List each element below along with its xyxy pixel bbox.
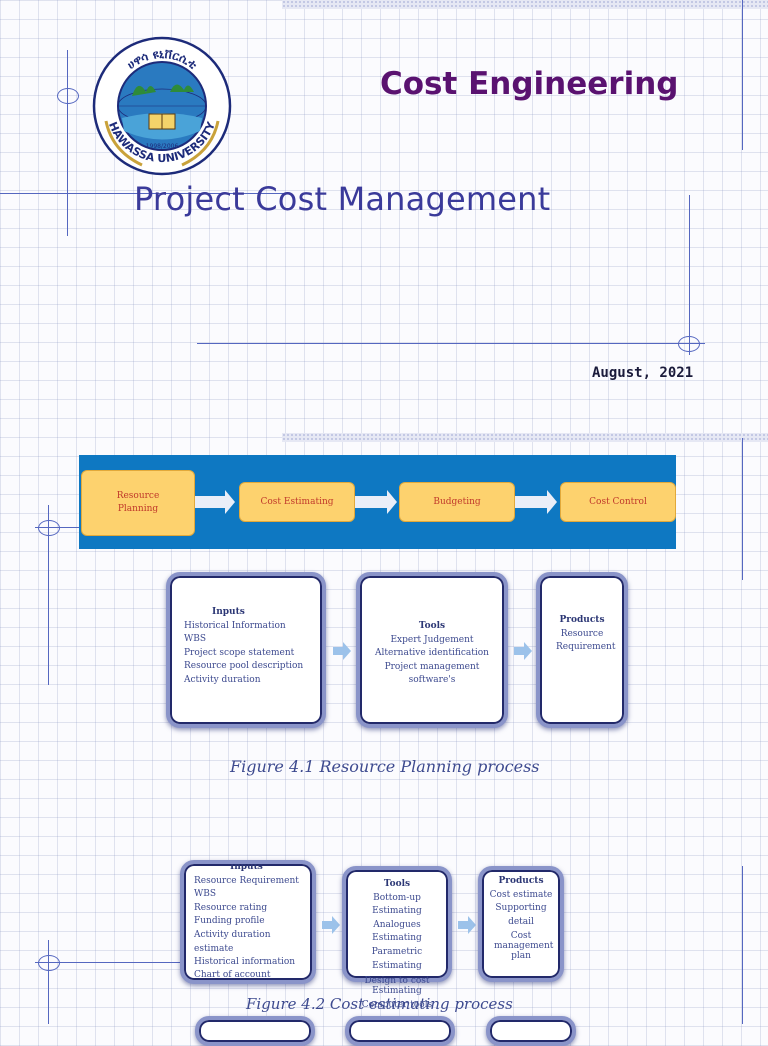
figure2-inputs-box: Inputs Resource Requirement WBS Resource… xyxy=(180,860,316,984)
figure1-inputs-box: Inputs Historical Information WBS Projec… xyxy=(166,572,326,728)
figure2-caption: Figure 4.2 Cost estimating process xyxy=(246,995,513,1013)
list-item: Parametric Estimating xyxy=(371,946,423,971)
figure2-inputs-heading: Inputs xyxy=(230,862,263,872)
flow-arrow xyxy=(195,490,235,514)
list-item: Cost estimate xyxy=(489,889,553,900)
ring-ornament xyxy=(38,520,60,536)
hawassa-university-seal-logo: ሀዋሳ ዩኒቨርሲቲ HAWASSA UNIVERSITY 1998/2006 xyxy=(92,36,232,176)
figure2-arrow xyxy=(322,916,340,934)
list-item: Alternative identification xyxy=(375,648,489,658)
flow-step-label: Resource Planning xyxy=(116,491,160,514)
figure3-box-partial xyxy=(486,1016,576,1046)
list-item: Activity duration xyxy=(184,674,261,685)
flow-step-label: Budgeting xyxy=(433,496,481,507)
flow-arrow xyxy=(515,490,557,514)
bottom-left-vertical-rule xyxy=(48,940,49,1024)
figure1-tools-box: Tools Expert Judgement Alternative ident… xyxy=(356,572,508,728)
figure1-products-box: Products Resource Requirement xyxy=(536,572,628,728)
flow-step-cost-control: Cost Control xyxy=(560,482,676,522)
list-item: Supporting detail xyxy=(495,903,547,927)
mid-horizontal-rule xyxy=(197,343,705,344)
top-left-vertical-rule xyxy=(67,50,68,236)
list-item: Resource pool description xyxy=(184,661,304,671)
figure2-arrow xyxy=(458,916,476,934)
figure1-arrow xyxy=(333,642,351,660)
figure1-arrow xyxy=(514,642,532,660)
top-dotted-band xyxy=(282,0,768,9)
list-item: Bottom-up Estimating xyxy=(372,892,422,917)
top-horizontal-rule xyxy=(0,193,290,194)
figure2-tools-box: Tools Bottom-up Estimating Analogues Est… xyxy=(342,866,452,1010)
figure1-inputs-heading: Inputs xyxy=(212,607,245,617)
flow-step-cost-estimating: Cost Estimating xyxy=(239,482,355,522)
course-title: Cost Engineering xyxy=(380,66,679,102)
list-item: Analogues Estimating xyxy=(372,919,422,944)
figure3-box-partial xyxy=(345,1016,455,1046)
list-item: WBS xyxy=(184,634,207,644)
list-item: Resource Requirement xyxy=(194,875,299,886)
figure2-products-heading: Products xyxy=(498,876,544,886)
list-item: Chart of account Estimating publications xyxy=(194,969,302,980)
presentation-subtitle: Project Cost Management xyxy=(134,180,551,218)
flow-step-resource-planning: Resource Planning xyxy=(81,470,195,536)
list-item: WBS xyxy=(194,889,217,900)
ring-ornament xyxy=(57,88,79,104)
list-item: Cost management plan xyxy=(494,931,554,962)
list-item: Activity duration estimate xyxy=(194,929,271,954)
figure1-caption: Figure 4.1 Resource Planning process xyxy=(230,757,540,776)
seal-year: 1998/2006 xyxy=(146,143,179,150)
figure1-tools-heading: Tools xyxy=(418,621,446,631)
middle-dotted-band xyxy=(282,433,768,442)
list-item: Funding profile xyxy=(194,916,265,927)
bottom-right-vertical-rule xyxy=(742,866,743,1024)
figure3-box-partial xyxy=(195,1016,315,1046)
figure2-tools-heading: Tools xyxy=(383,879,411,889)
list-item: Historical information xyxy=(194,957,296,968)
list-item: Computer tools xyxy=(361,1000,433,1011)
presentation-date: August, 2021 xyxy=(592,365,694,381)
flow-step-label: Cost Control xyxy=(589,496,647,507)
flow-step-budgeting: Budgeting xyxy=(399,482,515,522)
figure1-products-heading: Products xyxy=(559,615,605,625)
ring-ornament xyxy=(38,955,60,971)
list-item: Resource Requirement xyxy=(556,628,616,653)
ring-ornament xyxy=(678,336,700,352)
top-right-vertical-rule xyxy=(742,0,743,150)
figure2-products-box: Products Cost estimate Supporting detail… xyxy=(478,866,564,982)
upper-right-vertical-rule xyxy=(689,195,690,355)
list-item: Resource rating xyxy=(194,902,268,913)
list-item: Historical Information xyxy=(184,620,286,631)
list-item: Project management software's xyxy=(384,661,480,686)
list-item: Design to cost Estimating xyxy=(364,976,430,997)
left-vertical-rule xyxy=(48,505,49,685)
right-vertical-rule xyxy=(742,438,743,580)
list-item: Project scope statement xyxy=(184,647,295,658)
list-item: Expert Judgement xyxy=(390,634,474,645)
flow-arrow xyxy=(355,490,397,514)
flow-step-label: Cost Estimating xyxy=(260,496,334,507)
bottom-horizontal-rule xyxy=(35,962,195,963)
